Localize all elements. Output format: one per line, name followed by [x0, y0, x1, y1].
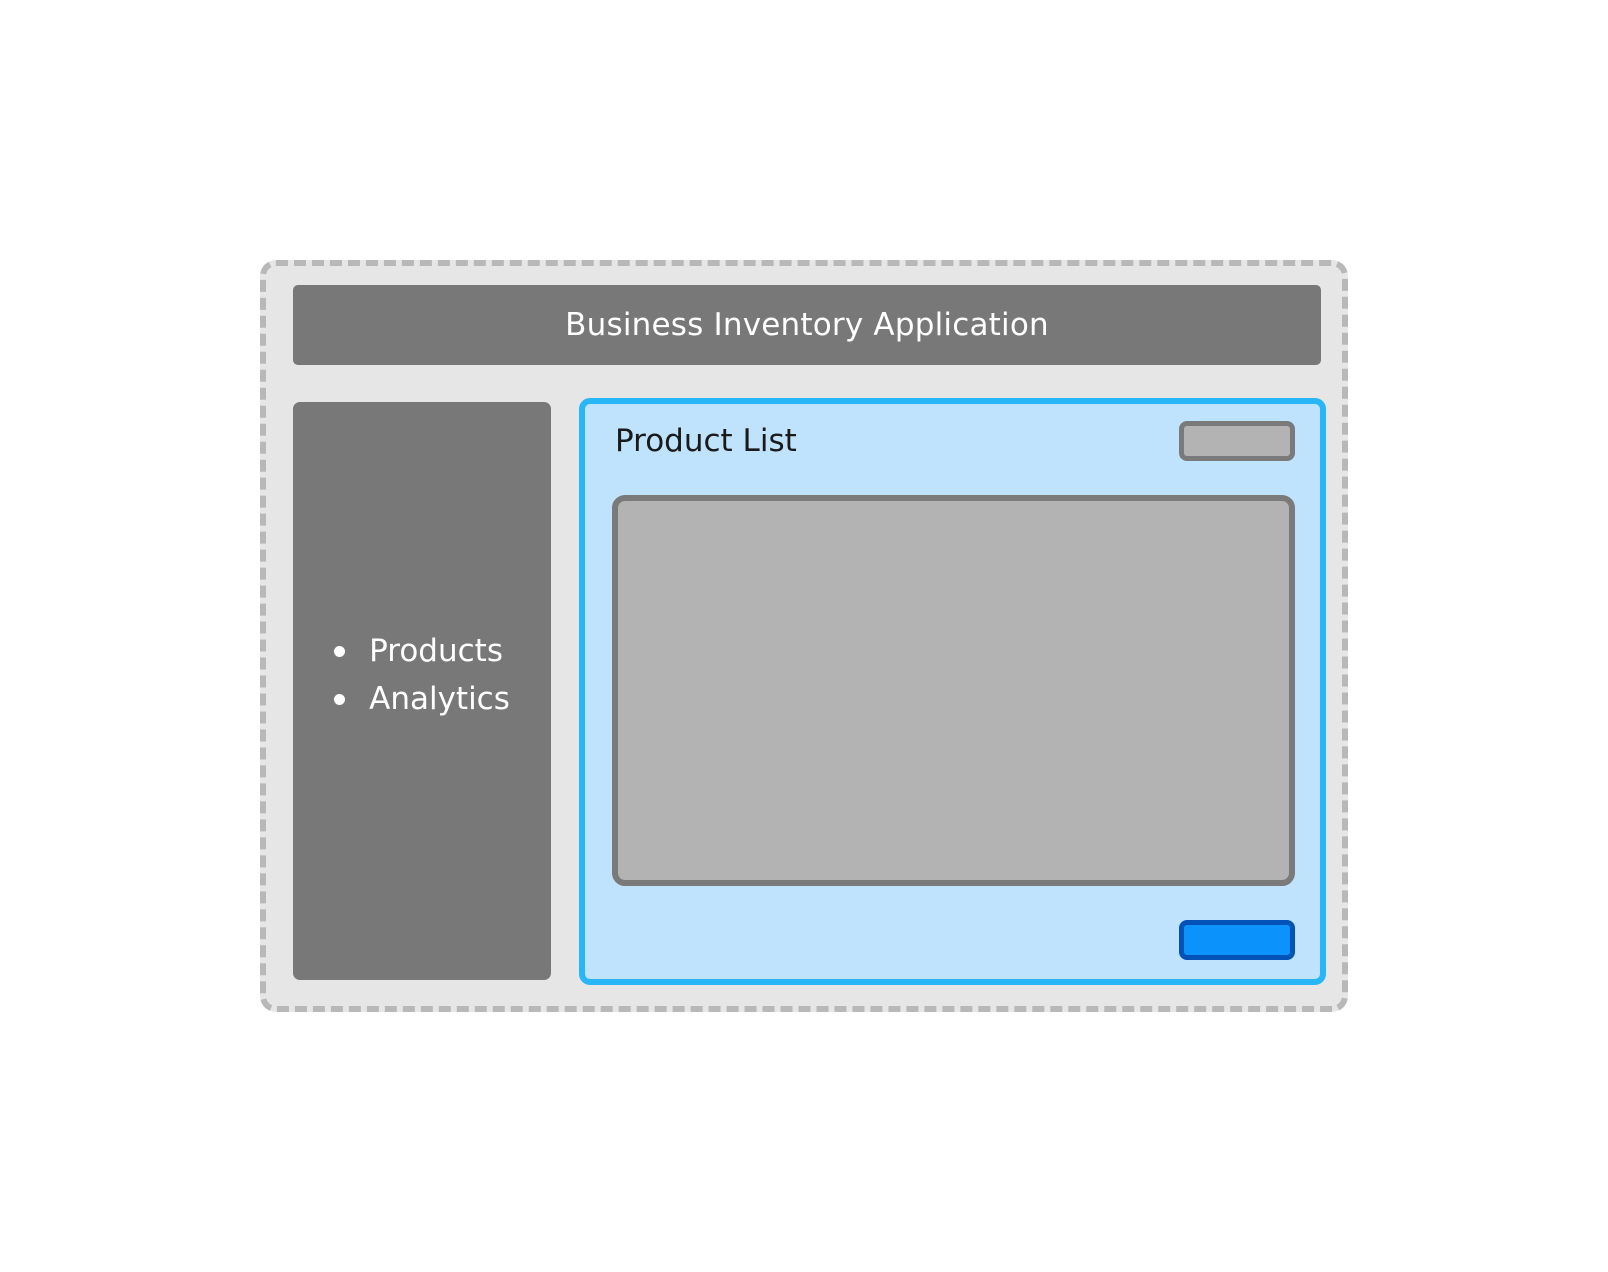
bullet-icon — [334, 693, 346, 705]
app-header: Business Inventory Application — [293, 285, 1321, 365]
bullet-icon — [334, 645, 346, 657]
sidebar: Products Analytics — [293, 402, 551, 980]
app-title: Business Inventory Application — [565, 307, 1049, 343]
sidebar-item-analytics[interactable]: Analytics — [334, 675, 510, 723]
panel-action-button[interactable] — [1179, 421, 1295, 461]
sidebar-item-label: Analytics — [369, 681, 510, 717]
panel-title: Product List — [615, 423, 797, 459]
primary-action-button[interactable] — [1179, 920, 1295, 960]
sidebar-item-products[interactable]: Products — [334, 627, 510, 675]
product-list-area[interactable] — [612, 495, 1295, 886]
sidebar-item-label: Products — [369, 633, 503, 669]
sidebar-nav-list: Products Analytics — [334, 627, 510, 755]
